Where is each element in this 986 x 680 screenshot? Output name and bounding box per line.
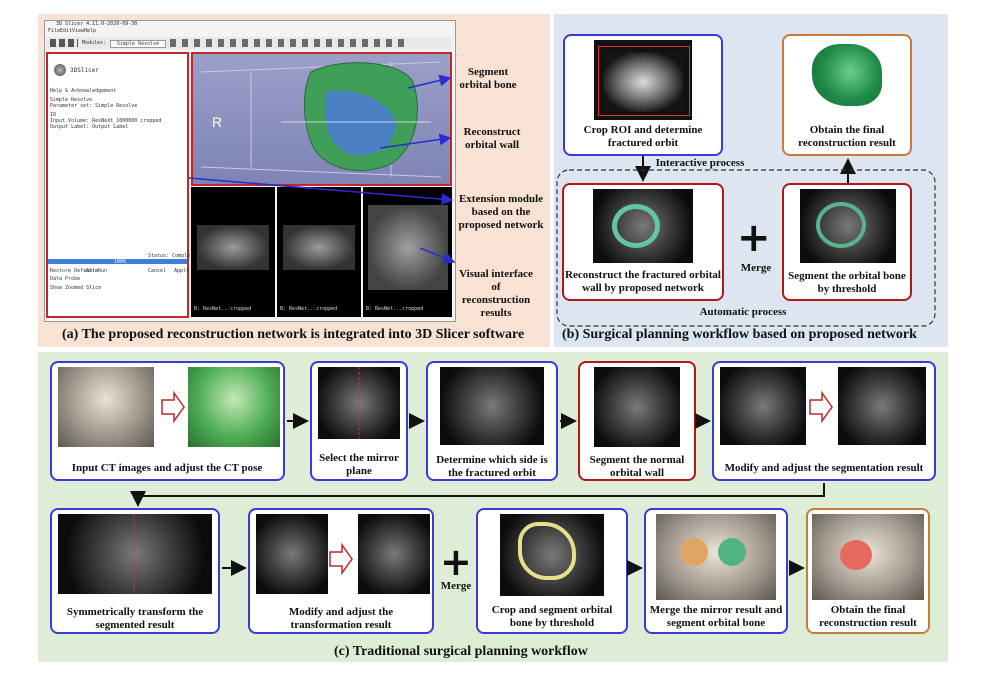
slicer-logo-icon [54, 64, 66, 76]
merge-label-b: Merge [740, 262, 772, 274]
menu-bar: File Edit View Help [46, 28, 146, 35]
slice-image-1 [197, 225, 269, 270]
step-modify-seg-image-1 [720, 367, 806, 445]
panel-a-caption: (a) The proposed reconstruction network … [62, 327, 525, 342]
arrow-visual-interface [419, 247, 456, 264]
cancel-button[interactable]: Cancel [148, 268, 167, 274]
step-final-orbit [840, 540, 872, 570]
step-final-label: Obtain the final reconstruction result [819, 604, 917, 629]
step-fractured-side-label: Determine which side is the fractured or… [436, 454, 548, 479]
orbital-wall-model [324, 90, 396, 156]
annotation-segment-bone: Segment orbital bone [459, 66, 517, 91]
step-input-ct-skull-green-image [188, 367, 280, 447]
sidebar-row[interactable]: IO [50, 112, 57, 118]
step-segment-normal-label: Segment the normal orbital wall [589, 454, 685, 479]
step-mirror-plane-label: Select the mirror plane [319, 452, 399, 477]
hollow-arrow-2 [809, 390, 833, 424]
segment-threshold-label: Segment the orbital bone by threshold [788, 270, 906, 295]
menu-view[interactable]: View [72, 28, 85, 34]
module-selector[interactable]: Simple Resolve [110, 40, 167, 48]
crop-roi-bone [603, 52, 683, 112]
step-merge-mirror-orbit-left [680, 538, 708, 566]
recon-overlay [612, 204, 660, 248]
slice-label-1: B: ResNet...cropped [194, 306, 252, 312]
merge-plus-icon-c: + [440, 540, 472, 584]
sidebar-row[interactable]: Help & Acknowledgement [50, 88, 117, 94]
final-result-model [812, 44, 882, 106]
crop-roi-label: Crop ROI and determine fractured orbit [583, 124, 703, 149]
autorun-button[interactable]: AutoRun [86, 268, 108, 274]
menu-edit[interactable]: Edit [60, 28, 73, 34]
crop-roi-rect [598, 46, 690, 116]
menu-file[interactable]: File [48, 28, 61, 34]
window-title: 3D Slicer 4.11.0-2020-09-30 [56, 21, 138, 27]
annotation-reconstruct-wall: Reconstruct orbital wall [463, 126, 521, 151]
restore-defaults-button[interactable]: Restore Defaults [50, 268, 99, 274]
step-crop-threshold-label: Crop and segment orbital bone by thresho… [491, 604, 613, 629]
step-segment-normal-image [594, 367, 680, 447]
apply-button[interactable]: Apply [174, 268, 190, 274]
status-text: Status: Completed 0 [148, 253, 206, 259]
logo-text: 3DSlicer [70, 67, 99, 74]
annotation-visual-interface: Visual interface of reconstruction resul… [459, 268, 533, 319]
merge-label-c: Merge [440, 580, 472, 592]
final-result-label: Obtain the final reconstruction result [798, 124, 896, 149]
merge-plus-icon: + [737, 215, 771, 261]
toolbar-icons[interactable] [50, 39, 78, 47]
toolbar-icons-right[interactable] [170, 39, 405, 47]
grid-line [200, 61, 442, 73]
sidebar-row[interactable]: Input Volume: ResNeXt_1000000 cropped [50, 118, 162, 124]
data-probe-row[interactable]: Data Probe [50, 276, 81, 282]
progress-bar [48, 259, 187, 264]
step-symmetric-label: Symmetrically transform the segmented re… [66, 606, 204, 631]
view-orientation-letter: R [212, 114, 223, 130]
step-merge-mirror-orbit-right [718, 538, 746, 566]
hollow-arrow-1 [161, 390, 185, 424]
module-label: Modules: [82, 40, 107, 46]
module-panel [46, 52, 189, 318]
segment-threshold-overlay [816, 202, 866, 248]
annotation-extension-module: Extension module based on the proposed n… [458, 193, 544, 231]
step-merge-mirror-label: Merge the mirror result and segment orbi… [649, 604, 783, 629]
step-symmetric-image [58, 514, 212, 594]
step-modify-transform-image-1 [256, 514, 328, 594]
panel-c-caption: (c) Traditional surgical planning workfl… [334, 644, 588, 659]
arrow-extension-module [188, 177, 454, 206]
step-input-ct-skull-image [58, 367, 154, 447]
step-modify-transform-image-2 [358, 514, 430, 594]
recon-label: Reconstruct the fractured orbital wall b… [565, 269, 721, 294]
step-fractured-side-image [440, 367, 544, 445]
slice-label-3: B: ResNet...cropped [366, 306, 424, 312]
progress-text: 100% [114, 259, 127, 265]
automatic-process-label: Automatic process [699, 306, 787, 318]
arrow-c5-wrap [130, 483, 825, 507]
step-modify-transform-label: Modify and adjust the transformation res… [288, 606, 394, 631]
arrow-segment-bone [407, 74, 452, 89]
step-input-ct-label: Input CT images and adjust the CT pose [71, 462, 263, 474]
automatic-process-frame [556, 169, 936, 327]
sidebar-row[interactable]: Simple Resolve [50, 97, 93, 103]
sidebar-row[interactable]: Output Label: Output Label [50, 124, 129, 130]
panel-b-caption: (b) Surgical planning workflow based on … [562, 327, 917, 342]
menu-help[interactable]: Help [84, 28, 97, 34]
arrow-reconstruct-wall [379, 133, 452, 149]
step-crop-threshold-overlay [518, 522, 576, 580]
grid-line [200, 166, 442, 178]
3d-view-scene [200, 61, 442, 178]
zoomed-slice-checkbox[interactable]: Show Zoomed Slice [50, 285, 102, 291]
slice-image-2 [283, 225, 355, 270]
step-modify-seg-label: Modify and adjust the segmentation resul… [724, 462, 924, 474]
hollow-arrow-3 [329, 542, 353, 576]
step-modify-seg-image-2 [838, 367, 926, 445]
step-merge-mirror-image [656, 514, 776, 600]
slice-label-2: B: ResNet...cropped [280, 306, 338, 312]
sidebar-row[interactable]: Parameter set: Simple Resolve [50, 103, 138, 109]
slice-image-3 [368, 205, 448, 290]
interactive-process-label: Interactive process [655, 157, 745, 169]
